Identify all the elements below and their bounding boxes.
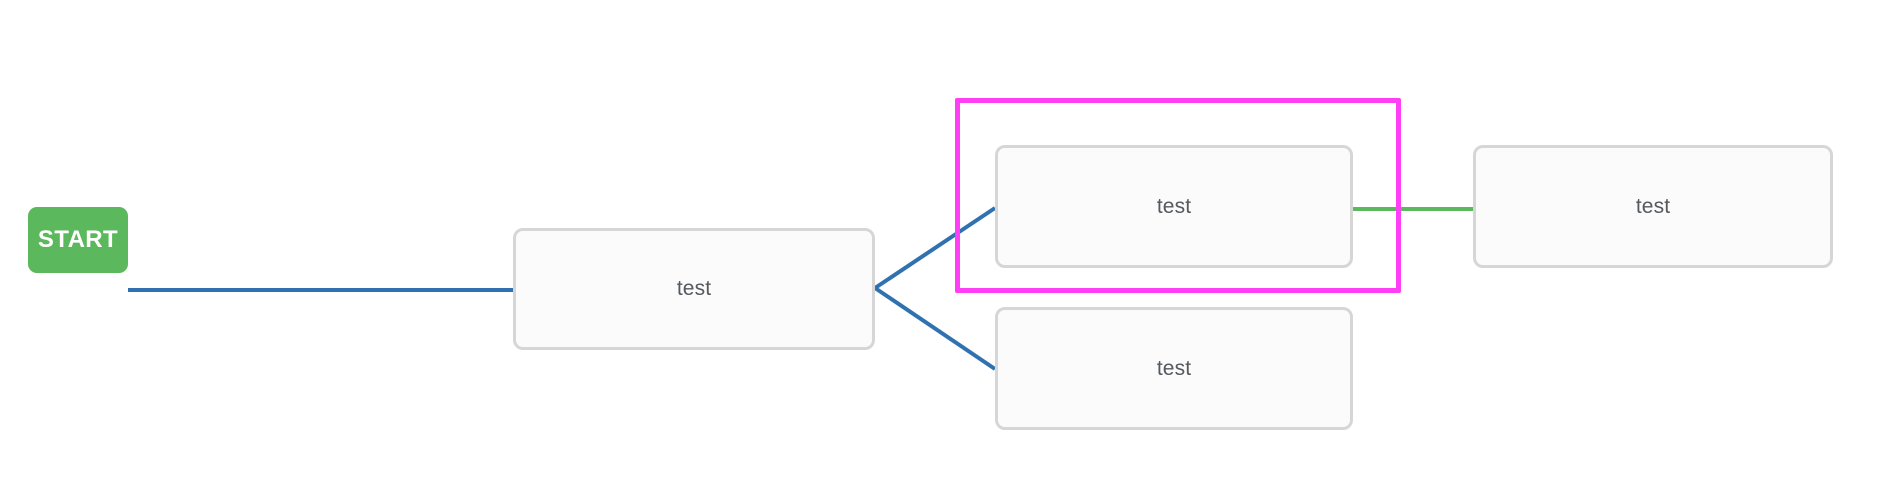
edge-task-1-to-task-3[interactable] — [873, 286, 997, 371]
selection-highlight-box[interactable] — [955, 98, 1401, 293]
node-task-4[interactable]: test — [1473, 145, 1833, 268]
node-label-task-3: test — [1156, 356, 1192, 380]
node-start[interactable]: START — [28, 207, 128, 273]
node-task-1[interactable]: test — [513, 228, 875, 350]
node-label-task-4: test — [1635, 194, 1671, 218]
node-task-3[interactable]: test — [995, 307, 1353, 430]
node-label-start: START — [37, 226, 119, 253]
node-label-task-1: test — [676, 277, 712, 300]
